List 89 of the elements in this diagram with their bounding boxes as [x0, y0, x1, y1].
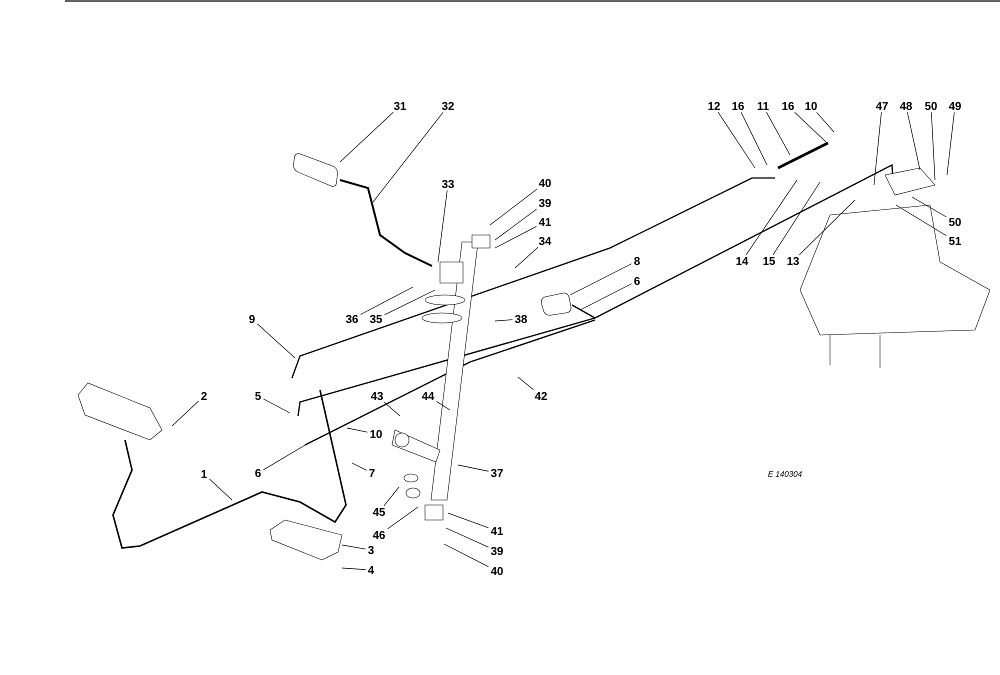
callout-number: 7	[366, 467, 378, 479]
callout-number: 16	[780, 100, 796, 112]
leader-line	[384, 402, 400, 416]
leader-line	[172, 400, 199, 426]
leader-line	[772, 182, 820, 256]
leader-line	[352, 462, 367, 471]
leader-line	[458, 464, 489, 472]
leader-line	[816, 112, 834, 132]
leader-line	[518, 376, 534, 390]
callout-number: 45	[370, 506, 388, 518]
callout-number: 37	[488, 467, 506, 480]
drawing-number: E 140304	[768, 471, 802, 477]
callout-number: 3	[366, 544, 376, 556]
leader-line	[907, 112, 920, 170]
callout-number: 12	[706, 100, 722, 112]
callout-number: 43	[368, 390, 386, 402]
leader-line	[257, 324, 296, 358]
leader-line	[436, 401, 450, 410]
callout-number: 40	[488, 565, 506, 578]
callout-number: 6	[632, 275, 642, 288]
callout-number: 8	[632, 255, 642, 268]
leader-line	[494, 226, 537, 248]
leader-line	[718, 112, 756, 168]
callout-number: 39	[488, 545, 506, 558]
leader-line	[209, 478, 232, 500]
leader-line	[342, 568, 366, 570]
callout-number: 41	[488, 525, 506, 537]
leader-line	[766, 112, 790, 156]
leader-line	[387, 506, 418, 530]
leader-line	[346, 428, 368, 433]
callout-number: 13	[784, 254, 802, 268]
leader-line	[494, 208, 537, 240]
leader-line	[570, 263, 632, 296]
callout-number: 46	[370, 529, 388, 542]
leader-line	[342, 544, 366, 550]
callout-number: 36	[344, 312, 360, 326]
callout-number: 5	[252, 390, 264, 402]
callout-number: 48	[898, 100, 914, 112]
leader-line	[384, 486, 400, 506]
callout-number: 40	[536, 177, 554, 190]
leader-line	[448, 512, 489, 528]
leader-line	[360, 286, 414, 315]
leader-line	[384, 290, 436, 316]
leader-line	[438, 190, 448, 262]
leader-line	[931, 112, 936, 180]
callout-number: 39	[536, 196, 554, 210]
leader-line	[794, 112, 826, 142]
leader-line	[494, 319, 513, 322]
callout-number: 16	[730, 100, 746, 112]
callout-number: 10	[368, 428, 384, 440]
callout-number: 50	[922, 100, 940, 112]
callout-number: 41	[536, 216, 554, 228]
callout-number: 49	[946, 100, 964, 112]
leader-line	[263, 398, 290, 414]
callout-number: 33	[440, 178, 456, 190]
leader-line	[896, 204, 947, 236]
leader-line	[372, 112, 444, 202]
leader-line	[263, 444, 308, 470]
leader-line	[799, 200, 856, 256]
callout-number: 10	[802, 100, 820, 112]
leader-line	[746, 180, 798, 256]
callout-number: 4	[366, 564, 376, 576]
callout-number: 32	[440, 100, 456, 112]
leader-line	[514, 246, 538, 268]
callout-number: 51	[946, 235, 964, 247]
callout-number: 44	[420, 390, 436, 402]
callout-number: 15	[760, 255, 778, 267]
callout-number: 14	[734, 255, 750, 267]
callout-number: 47	[874, 100, 890, 112]
callout-number: 34	[536, 234, 554, 248]
leader-line	[580, 283, 632, 310]
callout-number: 1	[198, 468, 210, 480]
leader-line	[340, 112, 394, 162]
leader-line	[912, 196, 947, 218]
callout-number: 2	[198, 390, 210, 402]
callout-number: 31	[392, 100, 408, 112]
callout-number: 50	[946, 216, 964, 228]
callout-number: 35	[368, 312, 384, 326]
leader-line	[874, 112, 882, 186]
leader-line	[740, 112, 768, 166]
callout-number: 38	[512, 312, 530, 326]
callout-number: 9	[246, 313, 258, 326]
leader-line	[444, 544, 489, 567]
callout-number: 11	[755, 100, 771, 112]
leader-line	[946, 112, 955, 176]
callout-number: 42	[532, 390, 550, 402]
leader-line	[446, 528, 489, 548]
leader-line	[490, 188, 538, 226]
callout-number: 6	[252, 467, 264, 480]
